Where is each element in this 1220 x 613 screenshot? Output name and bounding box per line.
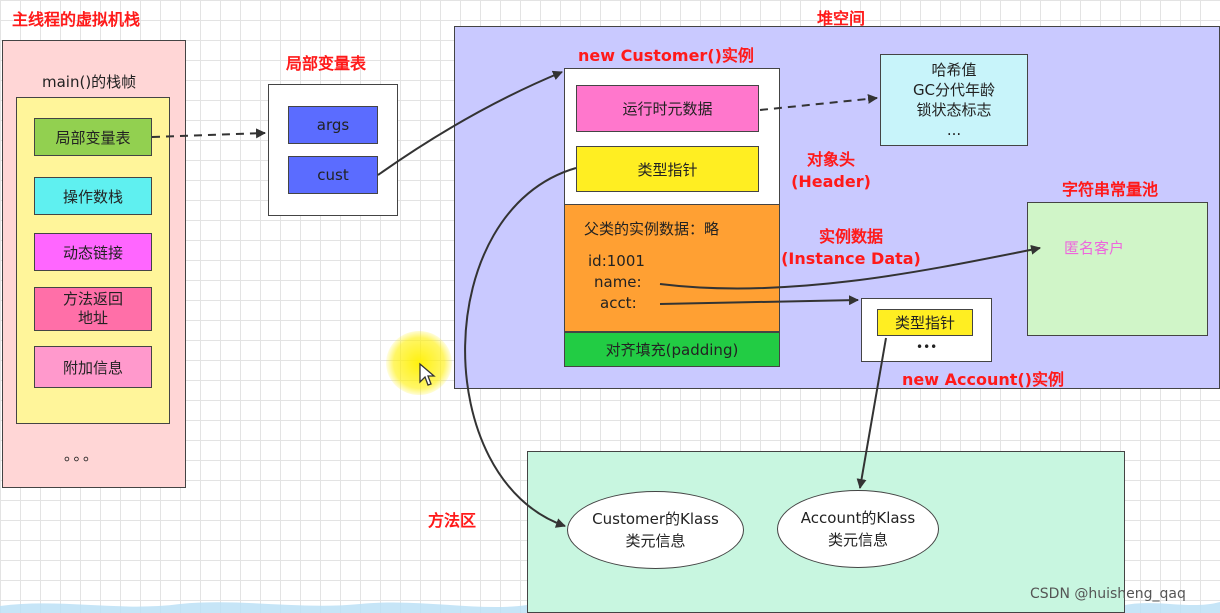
cursor-highlight — [386, 331, 452, 395]
account-klass[interactable]: Account的Klass 类元信息 — [777, 490, 939, 568]
customer-instance-title: new Customer()实例 — [578, 46, 754, 65]
stack-item-extra-info[interactable]: 附加信息 — [34, 346, 152, 388]
stack-item-dynamic-link[interactable]: 动态链接 — [34, 233, 152, 271]
account-instance-title: new Account()实例 — [902, 370, 1064, 389]
stack-item-operand-stack[interactable]: 操作数栈 — [34, 177, 152, 215]
field-name: name: — [594, 273, 642, 291]
parent-instance-data: 父类的实例数据：略 — [584, 220, 720, 238]
bottom-wave-decoration — [0, 602, 1220, 613]
account-dots: ••• — [916, 340, 938, 354]
local-var-args[interactable]: args — [288, 106, 378, 144]
meta-lock-flag: 锁状态标志 — [916, 101, 992, 119]
stack-item-return-address[interactable]: 方法返回 地址 — [34, 287, 152, 331]
customer-klass[interactable]: Customer的Klass 类元信息 — [567, 491, 744, 569]
stack-item-local-vars[interactable]: 局部变量表 — [34, 118, 152, 156]
string-pool-title: 字符串常量池 — [1062, 180, 1159, 199]
field-acct: acct: — [600, 294, 637, 312]
instance-data-label: 实例数据 (Instance Data) — [781, 227, 921, 268]
header-label: 对象头 (Header) — [791, 150, 871, 191]
meta-details-panel: 哈希值 GC分代年龄 锁状态标志 ... — [880, 54, 1028, 146]
padding-block[interactable]: 对齐填充(padding) — [564, 332, 780, 367]
string-pool — [1027, 202, 1208, 336]
type-pointer[interactable]: 类型指针 — [576, 146, 759, 192]
locals-panel — [268, 84, 398, 216]
stack-dots: 。。。 — [64, 446, 101, 464]
string-anonymous-customer[interactable]: 匿名客户 — [1064, 239, 1125, 257]
meta-hash: 哈希值 — [931, 61, 977, 79]
watermark: CSDN @huisheng_qaq — [1030, 586, 1186, 602]
account-type-pointer[interactable]: 类型指针 — [877, 309, 973, 336]
meta-more: ... — [946, 121, 962, 139]
cursor-arrow-icon — [419, 362, 436, 386]
heap-title: 堆空间 — [817, 9, 866, 28]
local-var-cust[interactable]: cust — [288, 156, 378, 194]
field-id: id:1001 — [588, 252, 645, 270]
meta-gc-age: GC分代年龄 — [912, 81, 996, 99]
stack-title: 主线程的虚拟机栈 — [12, 10, 141, 29]
method-area-title: 方法区 — [428, 511, 477, 530]
locals-title: 局部变量表 — [286, 54, 367, 73]
runtime-metadata[interactable]: 运行时元数据 — [576, 85, 759, 132]
frame-label: main()的栈帧 — [42, 73, 137, 91]
